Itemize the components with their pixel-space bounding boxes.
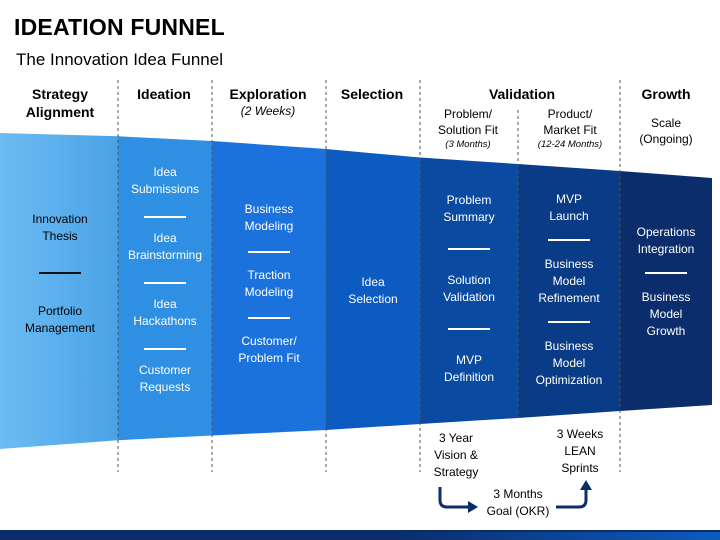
strategy-divider bbox=[39, 272, 81, 274]
stage-growth-heading: Growth bbox=[641, 86, 691, 102]
product-market-fit-heading: Product/ Market Fit (12-24 Months) bbox=[520, 106, 620, 152]
growth-item-1: Operations Integration bbox=[636, 225, 696, 256]
funnel-segment-market-fit bbox=[518, 164, 620, 418]
page-title: IDEATION FUNNEL bbox=[14, 14, 225, 40]
problem-fit-item-3: MVP Definition bbox=[443, 353, 495, 384]
ideation-divider-3 bbox=[144, 348, 186, 350]
exploration-item-1: Business Modeling bbox=[244, 202, 294, 233]
market-fit-item-2: Business Model Refinement bbox=[538, 257, 600, 305]
ideation-item-1: Idea Submissions bbox=[130, 165, 200, 196]
exploration-divider-1 bbox=[248, 251, 290, 253]
problem-solution-fit-label: Problem/ Solution Fit bbox=[437, 107, 499, 137]
funnel-segment-ideation bbox=[118, 136, 212, 441]
ideation-item-2: Idea Brainstorming bbox=[127, 231, 203, 262]
exploration-item-3: Customer/ Problem Fit bbox=[238, 334, 300, 365]
market-fit-divider-1 bbox=[548, 239, 590, 241]
problem-fit-divider-2 bbox=[448, 328, 490, 330]
problem-solution-fit-duration: (3 Months) bbox=[445, 139, 491, 150]
market-fit-item-1: MVP Launch bbox=[549, 192, 589, 223]
ideation-column: Idea Submissions Idea Brainstorming Idea… bbox=[118, 164, 212, 396]
funnel-segment-growth bbox=[620, 171, 712, 411]
growth-column: Operations Integration Business Model Gr… bbox=[620, 224, 712, 340]
ideation-item-3: Idea Hackathons bbox=[133, 297, 197, 328]
ideation-divider-2 bbox=[144, 282, 186, 284]
funnel-segment-selection bbox=[326, 149, 420, 430]
vision-strategy-label: 3 Year Vision & Strategy bbox=[433, 431, 479, 479]
page-subtitle: The Innovation Idea Funnel bbox=[16, 50, 223, 69]
stage-selection-heading: Selection bbox=[340, 86, 404, 102]
stage-strategy-heading: Strategy Alignment bbox=[25, 86, 95, 120]
ideation-divider-1 bbox=[144, 216, 186, 218]
lean-sprints-label: 3 Weeks LEAN Sprints bbox=[556, 427, 604, 475]
growth-scale-heading: Scale (Ongoing) bbox=[639, 116, 693, 146]
growth-divider bbox=[645, 272, 687, 274]
okr-arrow-left-head bbox=[468, 501, 478, 513]
strategy-item-2: Portfolio Management bbox=[24, 304, 96, 335]
exploration-column: Business Modeling Traction Modeling Cust… bbox=[212, 201, 326, 367]
product-market-fit-duration: (12-24 Months) bbox=[537, 139, 603, 150]
stage-exploration-duration: (2 Weeks) bbox=[240, 104, 296, 118]
stage-validation-heading: Validation bbox=[488, 86, 556, 102]
stage-separators bbox=[117, 80, 621, 472]
okr-arrow-right bbox=[556, 488, 588, 509]
stage-exploration-heading: Exploration bbox=[229, 86, 307, 102]
funnel-segment-problem-fit bbox=[420, 157, 518, 424]
stage-ideation-heading: Ideation bbox=[137, 86, 191, 102]
selection-item-1: Idea Selection bbox=[348, 275, 398, 306]
problem-fit-item-1: Problem Summary bbox=[443, 193, 495, 224]
funnel-segment-strategy bbox=[0, 133, 118, 449]
market-fit-divider-2 bbox=[548, 321, 590, 323]
strategy-column: Innovation Thesis Portfolio Management bbox=[4, 211, 116, 337]
problem-fit-item-2: Solution Validation bbox=[443, 273, 495, 304]
strategy-item-1: Innovation Thesis bbox=[32, 212, 88, 243]
exploration-divider-2 bbox=[248, 317, 290, 319]
market-fit-column: MVP Launch Business Model Refinement Bus… bbox=[518, 191, 620, 389]
problem-fit-divider-1 bbox=[448, 248, 490, 250]
product-market-fit-label: Product/ Market Fit bbox=[543, 107, 597, 137]
okr-arrow-right-head bbox=[580, 480, 592, 490]
problem-solution-fit-heading: Problem/ Solution Fit (3 Months) bbox=[420, 106, 516, 152]
problem-fit-column: Problem Summary Solution Validation MVP … bbox=[420, 192, 518, 386]
funnel-segment-exploration bbox=[212, 141, 326, 436]
footer-bar bbox=[0, 532, 720, 540]
growth-item-2: Business Model Growth bbox=[641, 290, 691, 338]
market-fit-item-3: Business Model Optimization bbox=[535, 339, 603, 387]
okr-goal-label: 3 Months Goal (OKR) bbox=[486, 487, 550, 518]
okr-arrow-left bbox=[438, 487, 470, 509]
exploration-item-2: Traction Modeling bbox=[244, 268, 294, 299]
ideation-item-4: Customer Requests bbox=[138, 363, 191, 394]
footer-line bbox=[0, 530, 720, 532]
